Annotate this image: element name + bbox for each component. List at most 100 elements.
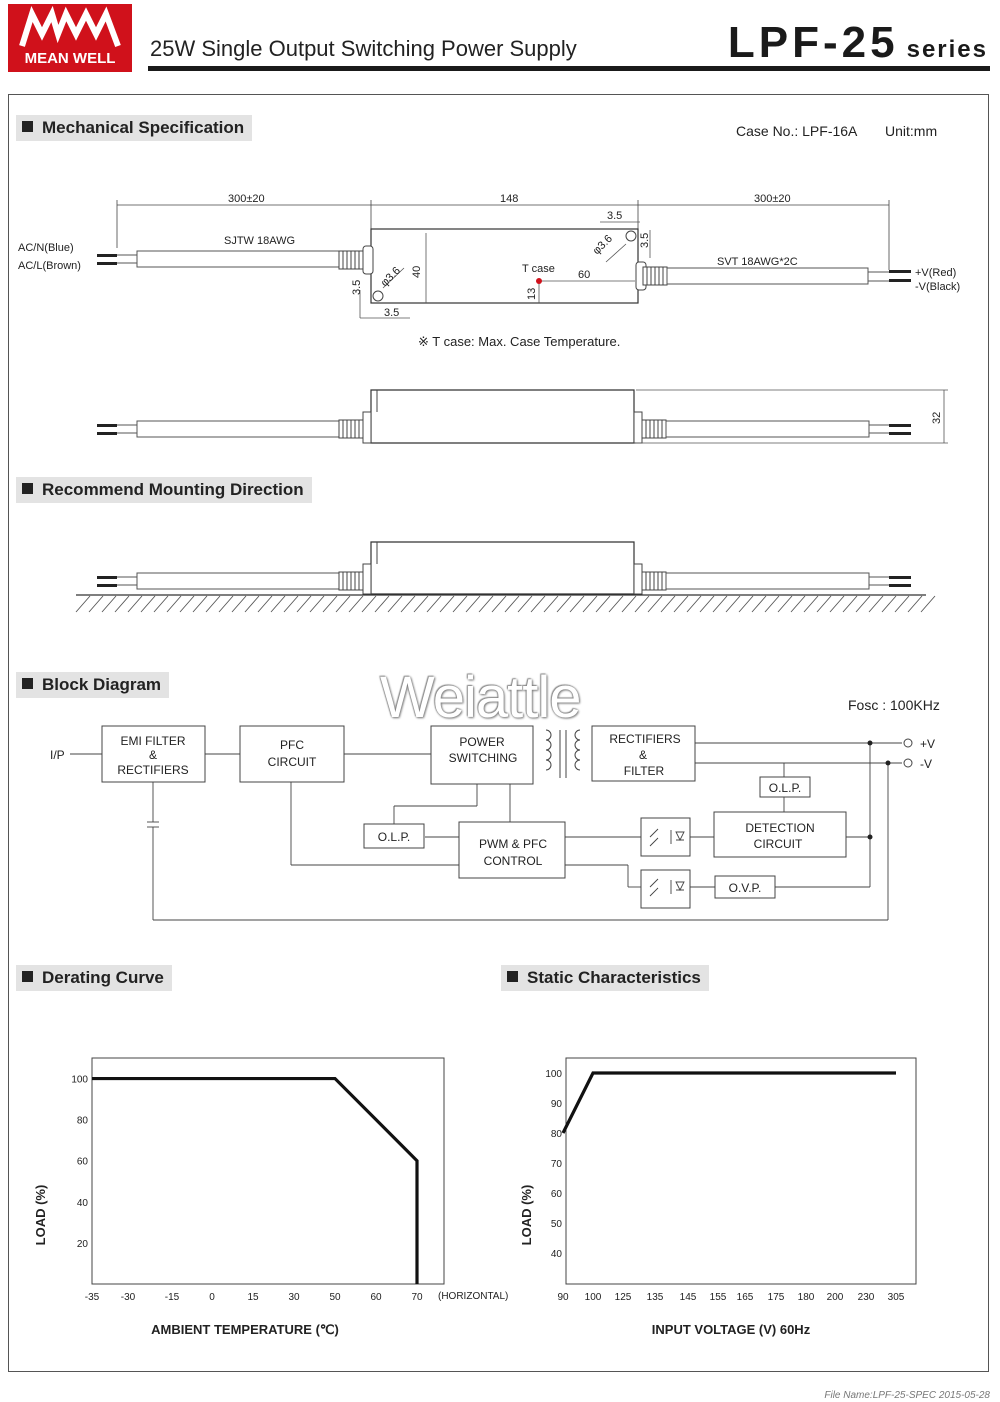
power-line1: POWER [459, 735, 505, 749]
emi-line1: EMI FILTER [120, 734, 185, 748]
x-tick-label: 200 [827, 1292, 844, 1303]
ground-hatch-line [868, 595, 884, 613]
model-name: LPF-25 [727, 18, 899, 67]
x-tick-label: 145 [680, 1292, 697, 1303]
vplus-label: +V(Red) [915, 267, 956, 279]
output-terminals [903, 738, 913, 768]
ground-hatch-line [660, 595, 676, 613]
x-tick-label: 100 [585, 1292, 602, 1303]
pfc-line2: CIRCUIT [268, 755, 317, 769]
section-mounting-label: Recommend Mounting Direction [42, 480, 304, 499]
x-tick-label: 50 [329, 1292, 341, 1303]
x-tick-label: 155 [710, 1292, 727, 1303]
section-mechanical: Mechanical Specification [16, 115, 253, 141]
ground-hatch-line [439, 595, 455, 613]
ground-hatch-line [231, 595, 247, 613]
psu-side-view [97, 389, 948, 444]
ground-hatch-line [556, 595, 572, 613]
x-tick-label: 30 [288, 1292, 300, 1303]
ground-hatch-line [88, 595, 104, 613]
acn-label: AC/N(Blue) [18, 242, 74, 254]
ground-hatch-line [387, 595, 403, 613]
block-diagram: Fosc : 100KHz [50, 697, 940, 921]
ground-hatch-line [699, 595, 715, 613]
pfc-line1: PFC [280, 738, 304, 752]
section-static-label: Static Characteristics [527, 968, 701, 987]
dim-35-top: 3.5 [607, 210, 622, 222]
x-tick-label: 135 [647, 1292, 664, 1303]
ground-hatch-line [348, 595, 364, 613]
tcase-note: ※ T case: Max. Case Temperature. [418, 334, 620, 349]
vm-label: -V [920, 757, 932, 771]
mw-logo-mark [19, 5, 121, 48]
ground-hatch-line [582, 595, 598, 613]
y-axis-label: LOAD (%) [519, 1185, 534, 1246]
x-tick-label: 90 [557, 1292, 569, 1303]
x-tick-label: 70 [411, 1292, 423, 1303]
document-title: 25W Single Output Switching Power Supply [150, 36, 577, 61]
y-tick-label: 80 [551, 1129, 563, 1140]
dim-36-left: φ3.6 [379, 265, 403, 289]
section-derating: Derating Curve [16, 965, 172, 991]
ground-hatch-line [608, 595, 624, 613]
y-tick-label: 40 [77, 1198, 89, 1209]
ground-hatch-line [530, 595, 546, 613]
ground-hatch-line [712, 595, 728, 613]
ground-hatch-line [569, 595, 585, 613]
section-derating-label: Derating Curve [42, 968, 164, 987]
x-tick-label: -30 [121, 1292, 136, 1303]
y-tick-label: 80 [77, 1116, 89, 1127]
ground-hatch-line [907, 595, 923, 613]
derating-line [92, 1076, 419, 1284]
ground-hatch-line [634, 595, 650, 613]
ground-hatch-line [517, 595, 533, 613]
dim-left: 300±20 [228, 193, 265, 205]
output-cable [642, 266, 911, 286]
ground-hatch-line [426, 595, 442, 613]
content-frame [8, 94, 989, 1372]
x-tick-label: 0 [209, 1292, 215, 1303]
ground-hatch-line [75, 595, 91, 613]
static-line [561, 1071, 896, 1134]
brand-name: MEAN WELL [24, 50, 116, 67]
ovp-label: O.V.P. [729, 881, 762, 895]
ground-hatch-line [920, 595, 936, 613]
cable-in-spec: SJTW 18AWG [224, 235, 295, 247]
ground-hatch-line [504, 595, 520, 613]
rect-line3: FILTER [624, 764, 665, 778]
ground-hatch-line [894, 595, 910, 613]
vminus-label: -V(Black) [915, 281, 960, 293]
plot-frame [565, 1057, 917, 1285]
top-dimensions [116, 200, 890, 270]
ground-hatch-line [335, 595, 351, 613]
emi-line2: & [149, 748, 157, 762]
header-rule [148, 66, 990, 71]
section-static: Static Characteristics [501, 965, 709, 991]
block-boxes [101, 725, 847, 909]
ground-hatch-line [283, 595, 299, 613]
y-tick-label: 40 [551, 1249, 563, 1260]
x-tick-label: 180 [798, 1292, 815, 1303]
ground-hatch-line [777, 595, 793, 613]
model-heading: LPF-25 series [728, 18, 988, 68]
ground-hatch-line [153, 595, 169, 613]
ground-hatch-line [309, 595, 325, 613]
y-tick-label: 100 [71, 1075, 88, 1086]
ground-hatch-line [842, 595, 858, 613]
ground-hatch-line [270, 595, 286, 613]
mechanical-drawing: Case No.: LPF-16A Unit:mm 300±20 148 300… [18, 123, 960, 613]
olp-left: O.L.P. [378, 830, 410, 844]
dim-60: 60 [578, 269, 590, 281]
section-block-label: Block Diagram [42, 675, 162, 694]
section-block: Block Diagram [16, 672, 170, 698]
ground-hatch-line [595, 595, 611, 613]
series-label: series [906, 36, 988, 63]
brand-logo: MEAN WELL [8, 4, 132, 72]
x-tick-label: 165 [737, 1292, 754, 1303]
ground-hatch-line [361, 595, 377, 613]
ground-hatch-line [465, 595, 481, 613]
dim-40: 40 [411, 266, 423, 278]
x-tick-label: 230 [858, 1292, 875, 1303]
